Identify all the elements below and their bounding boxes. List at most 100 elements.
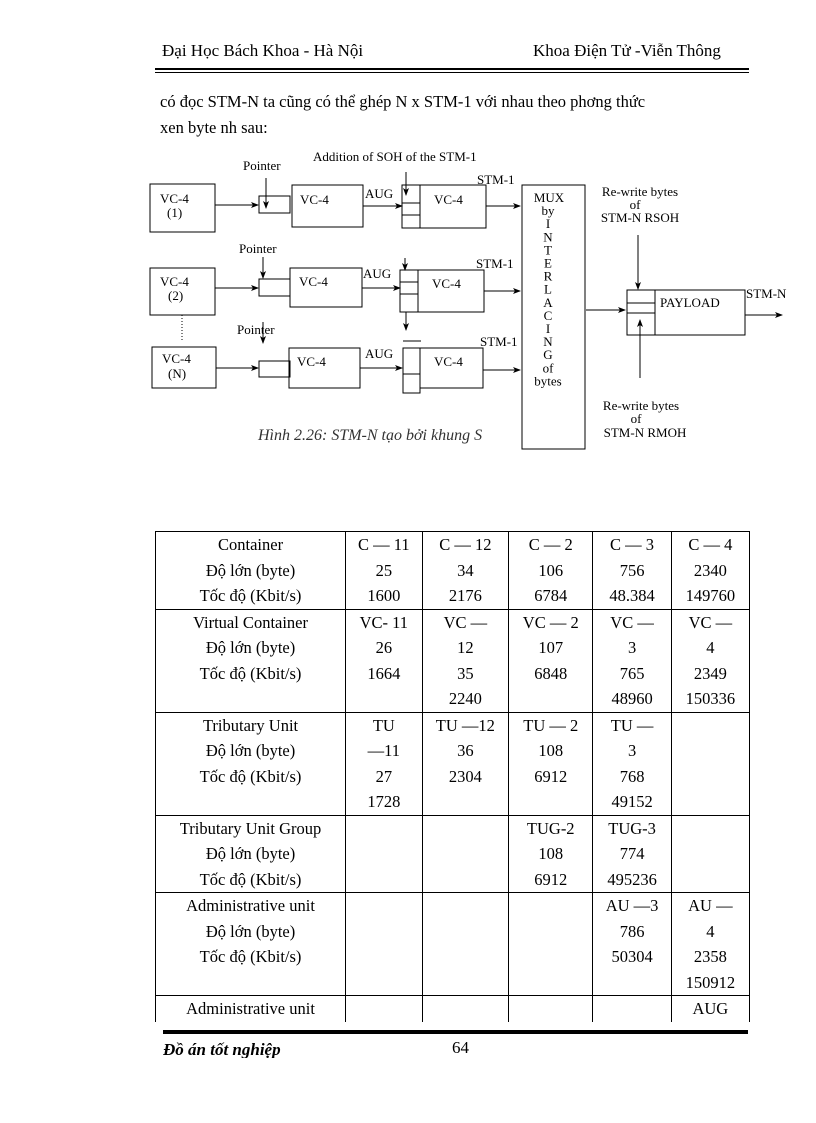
table-cell <box>508 995 594 1022</box>
cell-line <box>158 686 343 712</box>
mux-text-line: N <box>543 229 553 244</box>
rmoh-2: of <box>631 411 643 426</box>
cell-line: 495236 <box>607 869 657 889</box>
cell-line: Độ lớn (byte) <box>205 844 296 863</box>
header-rule-thin <box>155 72 749 73</box>
cell-line: 36 <box>457 741 474 760</box>
table-cell <box>421 892 510 996</box>
cell-line: 108 <box>538 844 564 863</box>
vc4-stm-2: VC-4 <box>432 276 461 291</box>
cell-line: Tốc độ (Kbit/s) <box>199 663 302 683</box>
stm1-label-2: STM-1 <box>476 256 514 271</box>
cell-line: Độ lớn (byte) <box>205 921 296 941</box>
cell-line: AU —3 <box>605 896 659 915</box>
mux-text-line: I <box>546 321 550 336</box>
pointer-label-2: Pointer <box>239 241 277 256</box>
cell-line: VC — <box>610 612 654 632</box>
cell-line: TU — <box>610 715 654 735</box>
cell-line: 149760 <box>685 586 736 605</box>
cell-line: Tốc độ (Kbit/s) <box>199 869 302 889</box>
cell-line: 2358 <box>693 947 727 966</box>
cell-line: 49152 <box>611 792 653 811</box>
mux-text-line: G <box>543 347 552 362</box>
cell-line: 6784 <box>534 586 568 605</box>
cell-line: 48.384 <box>609 586 655 605</box>
mux-text-line: N <box>543 334 553 349</box>
table-cell <box>421 995 510 1022</box>
vc4-input-n: VC-4 <box>162 351 191 366</box>
payload-label: PAYLOAD <box>660 295 720 310</box>
cell-line: 106 <box>538 560 564 580</box>
cell-line <box>158 789 343 815</box>
cell-line: 48960 <box>611 689 653 708</box>
rsoh-1: Re-write bytes <box>602 184 678 199</box>
vc4-stm-n: VC-4 <box>434 354 463 369</box>
cell-line: Container <box>218 535 284 554</box>
cell-line: 12 <box>457 638 474 657</box>
figure-caption: Hình 2.26: STM-N tạo bởi khung S <box>257 427 482 444</box>
pointer-label-1: Pointer <box>243 158 281 173</box>
stm1-label-1: STM-1 <box>477 172 515 187</box>
vc4-input-1: VC-4 <box>160 191 189 206</box>
rmoh-3: STM-N RMOH <box>604 425 687 440</box>
footer-title: Đồ án tốt nghiệp <box>163 1040 281 1058</box>
vc4-pointer-n: VC-4 <box>297 354 326 369</box>
table-cell <box>345 814 423 893</box>
cell-line: TU <box>372 715 395 735</box>
cell-line: 2240 <box>448 689 482 708</box>
mux-text-line: E <box>544 256 552 271</box>
cell-line: Administrative unit <box>186 896 315 915</box>
mux-text-line: C <box>544 308 553 323</box>
row-header-cell: Tributary Unit Group Độ lớn (byte) Tốc độ … <box>154 814 347 893</box>
cell-line: TUG-3 <box>608 818 656 838</box>
cell-line: TU — 2 <box>523 715 579 735</box>
vc4-pointer-2: VC-4 <box>299 274 328 289</box>
cell-line: Virtual Container <box>193 612 308 632</box>
cell-line: 6848 <box>534 663 568 683</box>
cell-line <box>158 970 343 996</box>
diagram-labels: Addition of SOH of the STM-1 Pointer Poi… <box>160 149 787 440</box>
cell-line: 4 <box>706 921 715 941</box>
cell-line: AUG <box>692 999 729 1018</box>
cell-line: 2340 <box>693 560 727 580</box>
table-cell <box>345 892 423 996</box>
vc4-stm-1: VC-4 <box>434 192 463 207</box>
cell-line: 108 <box>538 741 564 760</box>
cell-line: 4 <box>706 638 715 657</box>
cell-line: 25 <box>375 560 393 580</box>
cell-line: 2349 <box>693 663 727 683</box>
cell-line: C — 12 <box>439 535 492 554</box>
cell-line: 786 <box>619 921 645 941</box>
stm-n-diagram: Hình 2.26: STM-N tạo bởi khung S <box>149 149 787 450</box>
mux-text-line: of <box>543 360 555 375</box>
intro-line-2: xen byte nh sau: <box>160 118 268 137</box>
mux-text-line: T <box>544 242 552 257</box>
table-cell <box>421 814 510 893</box>
cell-line: C — 3 <box>610 535 655 554</box>
cell-line: Tốc độ (Kbit/s) <box>199 766 302 786</box>
cell-line: TUG-2 <box>526 818 575 838</box>
diagram-lines <box>149 172 783 450</box>
cell-line: Tributary Unit <box>202 715 299 735</box>
cell-line: 27 <box>375 766 393 786</box>
header-rule <box>155 68 749 70</box>
cell-line: VC — 2 <box>522 612 579 632</box>
cell-line: Tributary Unit Group <box>179 818 322 838</box>
table-cell <box>670 711 751 816</box>
cell-line: Tốc độ (Kbit/s) <box>199 586 302 605</box>
intro-line-1: có đọc STM-N ta cũng có thể ghép N x STM… <box>160 92 646 111</box>
cell-line: 1664 <box>367 663 401 683</box>
vc4-input-1-index: (1) <box>167 205 182 220</box>
cell-line: 107 <box>538 638 564 657</box>
cell-line: C — 4 <box>688 535 733 554</box>
